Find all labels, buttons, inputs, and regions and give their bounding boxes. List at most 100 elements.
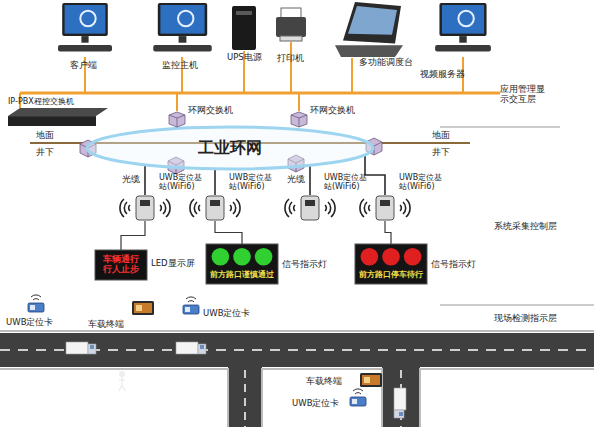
uwb-base-station-icon: [205, 195, 225, 221]
drawing-part: [360, 199, 370, 217]
icon-part: [233, 248, 251, 266]
node-label: 视频服务器: [420, 70, 476, 80]
video-server-icon: [432, 2, 494, 57]
road: [0, 331, 594, 427]
node-label: 环网交换机: [310, 106, 362, 116]
icon-part: [80, 11, 95, 26]
node-label: 多功能调度台: [359, 58, 421, 68]
icon-part: [179, 36, 187, 43]
drawing-part: [394, 388, 406, 418]
icon-part: [459, 36, 466, 43]
icon-part: [458, 11, 473, 26]
icon-part: [153, 45, 212, 52]
icon-part: [169, 115, 185, 127]
drawing-part: [119, 377, 125, 391]
node-caption: LED显示屏: [151, 259, 203, 269]
node-label: UWB定位基站(WiFi6): [159, 173, 209, 191]
signal-wire: [121, 221, 145, 250]
signal-light: 前方路口谨慎通过信号指示灯: [206, 244, 278, 284]
icon-part: [435, 45, 491, 52]
node-label: UPS电源: [227, 53, 269, 63]
drawing-part: [440, 127, 560, 128]
text-label: UWB定位卡: [292, 399, 348, 409]
node-caption: 信号指示灯: [431, 260, 481, 270]
node-label: 客户端: [70, 61, 110, 71]
node-label: UWB定位基站(WiFi6): [399, 173, 449, 191]
icon-part: [178, 11, 193, 26]
signal-wire: [385, 221, 391, 244]
led-display: 车辆通行 行人止步LED显示屏: [95, 250, 147, 280]
icon-part: [442, 5, 484, 34]
drawing-part: [0, 369, 594, 427]
icon-part: [8, 116, 96, 126]
text-label: 地面: [36, 131, 60, 141]
node-label: 监控主机: [162, 61, 212, 71]
signal-light: 前方路口停车待行信号指示灯: [355, 244, 427, 284]
drawing-part: [132, 301, 154, 315]
drawing-part: [228, 366, 262, 427]
uwb-base-station-icon: [300, 195, 320, 221]
text-label: 系统采集控制层: [494, 221, 574, 231]
text-label: 应用管理显示交互层: [500, 84, 548, 105]
text-label: 车载终端: [306, 377, 354, 387]
drawing-part: [360, 373, 382, 387]
icon-part: [376, 196, 394, 220]
icon-part: [280, 36, 302, 41]
node-caption: 信号指示灯: [282, 260, 332, 270]
icon-part: [291, 112, 307, 127]
uwb-base-station: UWB定位基站(WiFi6): [300, 195, 320, 221]
pbx-switch-icon: [8, 108, 108, 126]
icon-part: [62, 3, 108, 36]
icon-part: [348, 6, 397, 35]
edge-label: 光缆: [286, 175, 306, 185]
drawing-part: [325, 199, 335, 217]
icon-part: [206, 244, 278, 284]
drawing-part: [285, 199, 295, 217]
drawing-part: [350, 389, 366, 406]
drawing-part: [120, 199, 130, 217]
drawing-part: [400, 199, 410, 217]
icon-part: [255, 248, 273, 266]
icon-part: [140, 200, 150, 206]
drawing-part: [244, 370, 246, 427]
node-label: 工业环网: [85, 139, 375, 157]
icon-part: [343, 2, 401, 44]
icon-part: [380, 200, 390, 206]
video-server: 视频服务器: [432, 2, 494, 57]
fiber-cable: [144, 165, 146, 195]
drawing-part: [382, 366, 420, 427]
ring-switch: 环网交换机: [168, 111, 186, 128]
icon-part: [58, 45, 112, 52]
drawing-part: [0, 330, 594, 332]
text-label: 井下: [36, 148, 60, 158]
client-pc: 客户端: [55, 2, 115, 57]
pedestrian: [119, 372, 125, 391]
icon-part: [95, 250, 147, 280]
icon-part: [305, 200, 315, 206]
icon-part: [160, 5, 204, 34]
drawing-part: [440, 305, 594, 306]
text-label: 井下: [432, 148, 456, 158]
drawing-part: [28, 295, 44, 312]
icon-part: [158, 3, 207, 36]
drawing-part: [351, 58, 353, 93]
ups-power: UPS电源: [231, 5, 257, 51]
drawing-part: [20, 92, 500, 95]
dispatch-console-icon: [335, 0, 407, 58]
node-label: UWB定位基站(WiFi6): [229, 173, 279, 191]
icon-part: [291, 115, 307, 127]
icon-part: [439, 3, 486, 36]
positioning-devices: [28, 295, 382, 406]
text-label: UWB定位卡: [203, 309, 259, 319]
drawing-part: [230, 199, 240, 217]
icon-part: [169, 112, 185, 127]
icon-part: [335, 45, 403, 57]
icon-part: [361, 248, 379, 266]
drawing-part: [0, 333, 594, 367]
text-label: 现场检测指示层: [494, 313, 574, 323]
display-text: 车辆通行 行人止步: [99, 254, 143, 275]
fiber-cable: [365, 155, 385, 195]
icon-part: [136, 196, 154, 220]
fiber-cable: [214, 169, 216, 195]
